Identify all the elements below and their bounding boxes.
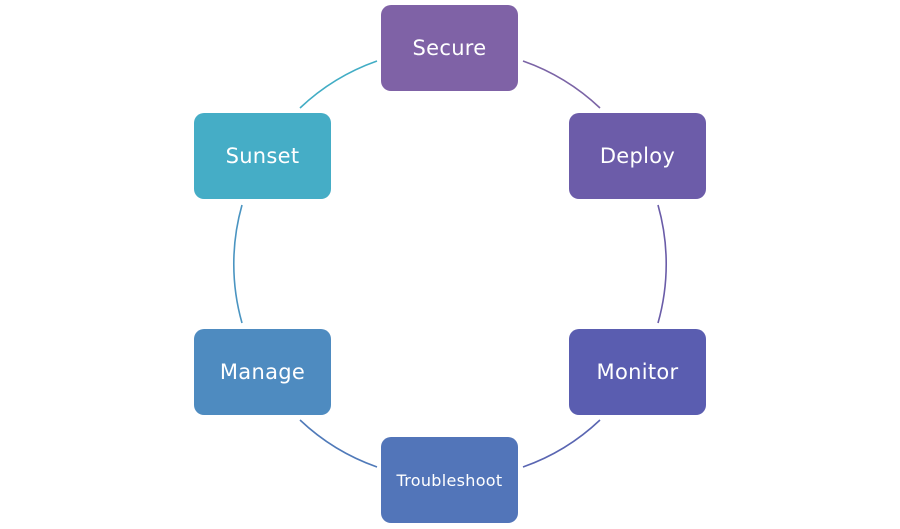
node-deploy: Deploy xyxy=(569,113,706,199)
edge-secure-deploy xyxy=(522,60,601,109)
node-monitor: Monitor xyxy=(569,329,706,415)
edge-manage-sunset xyxy=(232,204,243,324)
node-manage: Manage xyxy=(194,329,331,415)
edge-monitor-troubleshoot xyxy=(522,419,601,468)
edge-deploy-monitor xyxy=(657,204,668,324)
edge-sunset-secure xyxy=(299,60,378,109)
node-troubleshoot: Troubleshoot xyxy=(381,437,518,523)
node-sunset: Sunset xyxy=(194,113,331,199)
node-secure: Secure xyxy=(381,5,518,91)
edge-troubleshoot-manage xyxy=(299,419,378,468)
